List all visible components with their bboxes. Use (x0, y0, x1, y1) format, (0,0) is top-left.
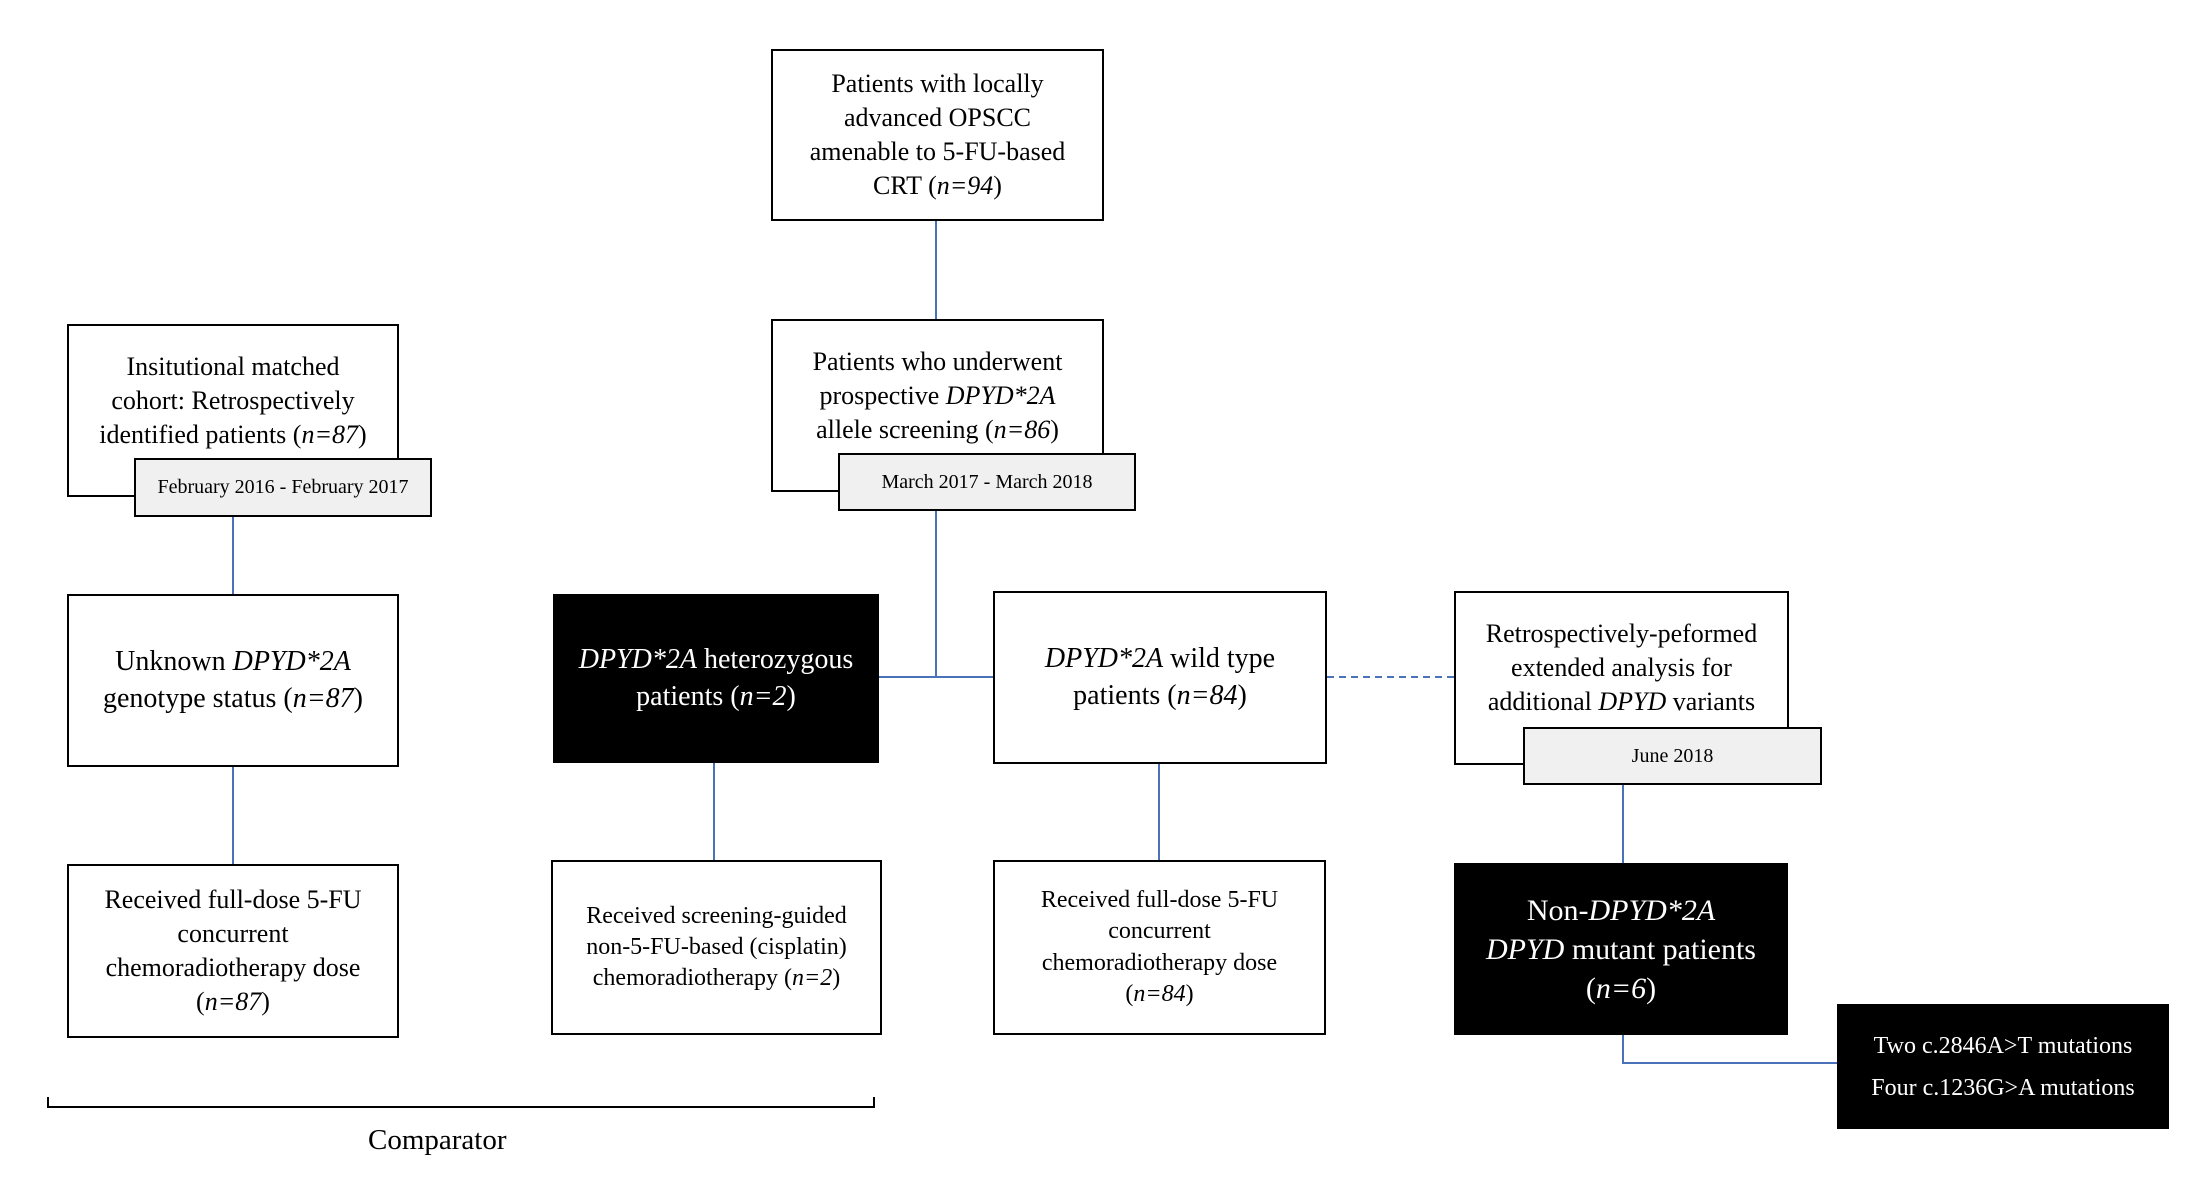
box-line: genotype status (n=87) (103, 682, 363, 714)
box-line: Received full-dose 5-FU (1040, 887, 1279, 914)
box-line: DPYD mutant patients (1486, 932, 1756, 966)
box-wild-type-patients: DPYD*2A wild type patients (n=84) (993, 591, 1327, 764)
box-line: chemoradiotherapy dose (1041, 949, 1278, 976)
box-line: Two c.2846A>T mutations (1873, 1032, 2133, 1059)
box-line: Insitutional matched (126, 352, 340, 381)
box-line: chemoradiotherapy (n=2) (592, 965, 841, 992)
box-line: Non-DPYD*2A (1526, 893, 1716, 927)
tag-cohort-dates: February 2016 - February 2017 (134, 458, 432, 517)
box-line: Received full-dose 5-FU (104, 885, 362, 915)
box-full-dose-wild-type: Received full-dose 5-FU concurrent chemo… (993, 860, 1326, 1035)
box-line: non-5-FU-based (cisplatin) (586, 933, 847, 960)
box-line: advanced OPSCC (843, 103, 1032, 133)
comparator-bracket (47, 1097, 875, 1108)
box-screening-guided-therapy: Received screening-guided non-5-FU-based… (551, 860, 882, 1035)
box-line: cohort: Retrospectively (111, 385, 355, 415)
connector-mutant-to-mutations (1622, 1035, 1837, 1064)
box-line: extended analysis for (1511, 652, 1732, 682)
comparator-label: Comparator (368, 1124, 507, 1156)
box-line: DPYD*2A wild type (1044, 643, 1276, 675)
box-line: DPYD*2A heterozygous (578, 644, 854, 676)
box-line: chemoradiotherapy dose (105, 953, 361, 982)
box-non-dpyd-mutant-patients: Non-DPYD*2A DPYD mutant patients (n=6) (1454, 863, 1788, 1035)
box-line: Unknown DPYD*2A (115, 646, 351, 678)
box-line: Four c.1236G>A mutations (1871, 1074, 2135, 1101)
tag-extended-date: June 2018 (1523, 727, 1822, 785)
box-line: concurrent (1108, 918, 1211, 945)
box-line: additional DPYD variants (1487, 686, 1756, 716)
box-line: Patients who underwent (812, 347, 1063, 376)
box-mutations-detail: Two c.2846A>T mutations Four c.1236G>A m… (1837, 1004, 2169, 1129)
box-line: (n=87) (196, 986, 270, 1016)
box-line: amenable to 5-FU-based (809, 137, 1066, 166)
box-line: patients (n=84) (1073, 679, 1247, 711)
box-line: (n=6) (1585, 971, 1657, 1005)
box-line: Patients with locally (831, 69, 1044, 99)
box-unknown-genotype: Unknown DPYD*2A genotype status (n=87) (67, 594, 399, 767)
box-patients-locally-advanced: Patients with locally advanced OPSCC ame… (771, 49, 1104, 221)
box-line: (n=84) (1125, 980, 1194, 1007)
box-line: Received screening-guided (586, 902, 847, 929)
box-line: identified patients (n=87) (99, 419, 367, 449)
box-line: allele screening (n=86) (816, 414, 1059, 444)
box-line: Retrospectively-peformed (1485, 619, 1758, 648)
box-line: CRT (n=94) (873, 170, 1002, 200)
tag-screening-dates: March 2017 - March 2018 (838, 453, 1136, 511)
box-line: prospective DPYD*2A (819, 380, 1056, 410)
box-line: concurrent (177, 919, 289, 949)
box-full-dose-unknown: Received full-dose 5-FU concurrent chemo… (67, 864, 399, 1038)
box-heterozygous-patients: DPYD*2A heterozygous patients (n=2) (553, 594, 879, 763)
box-line: patients (n=2) (636, 680, 796, 712)
